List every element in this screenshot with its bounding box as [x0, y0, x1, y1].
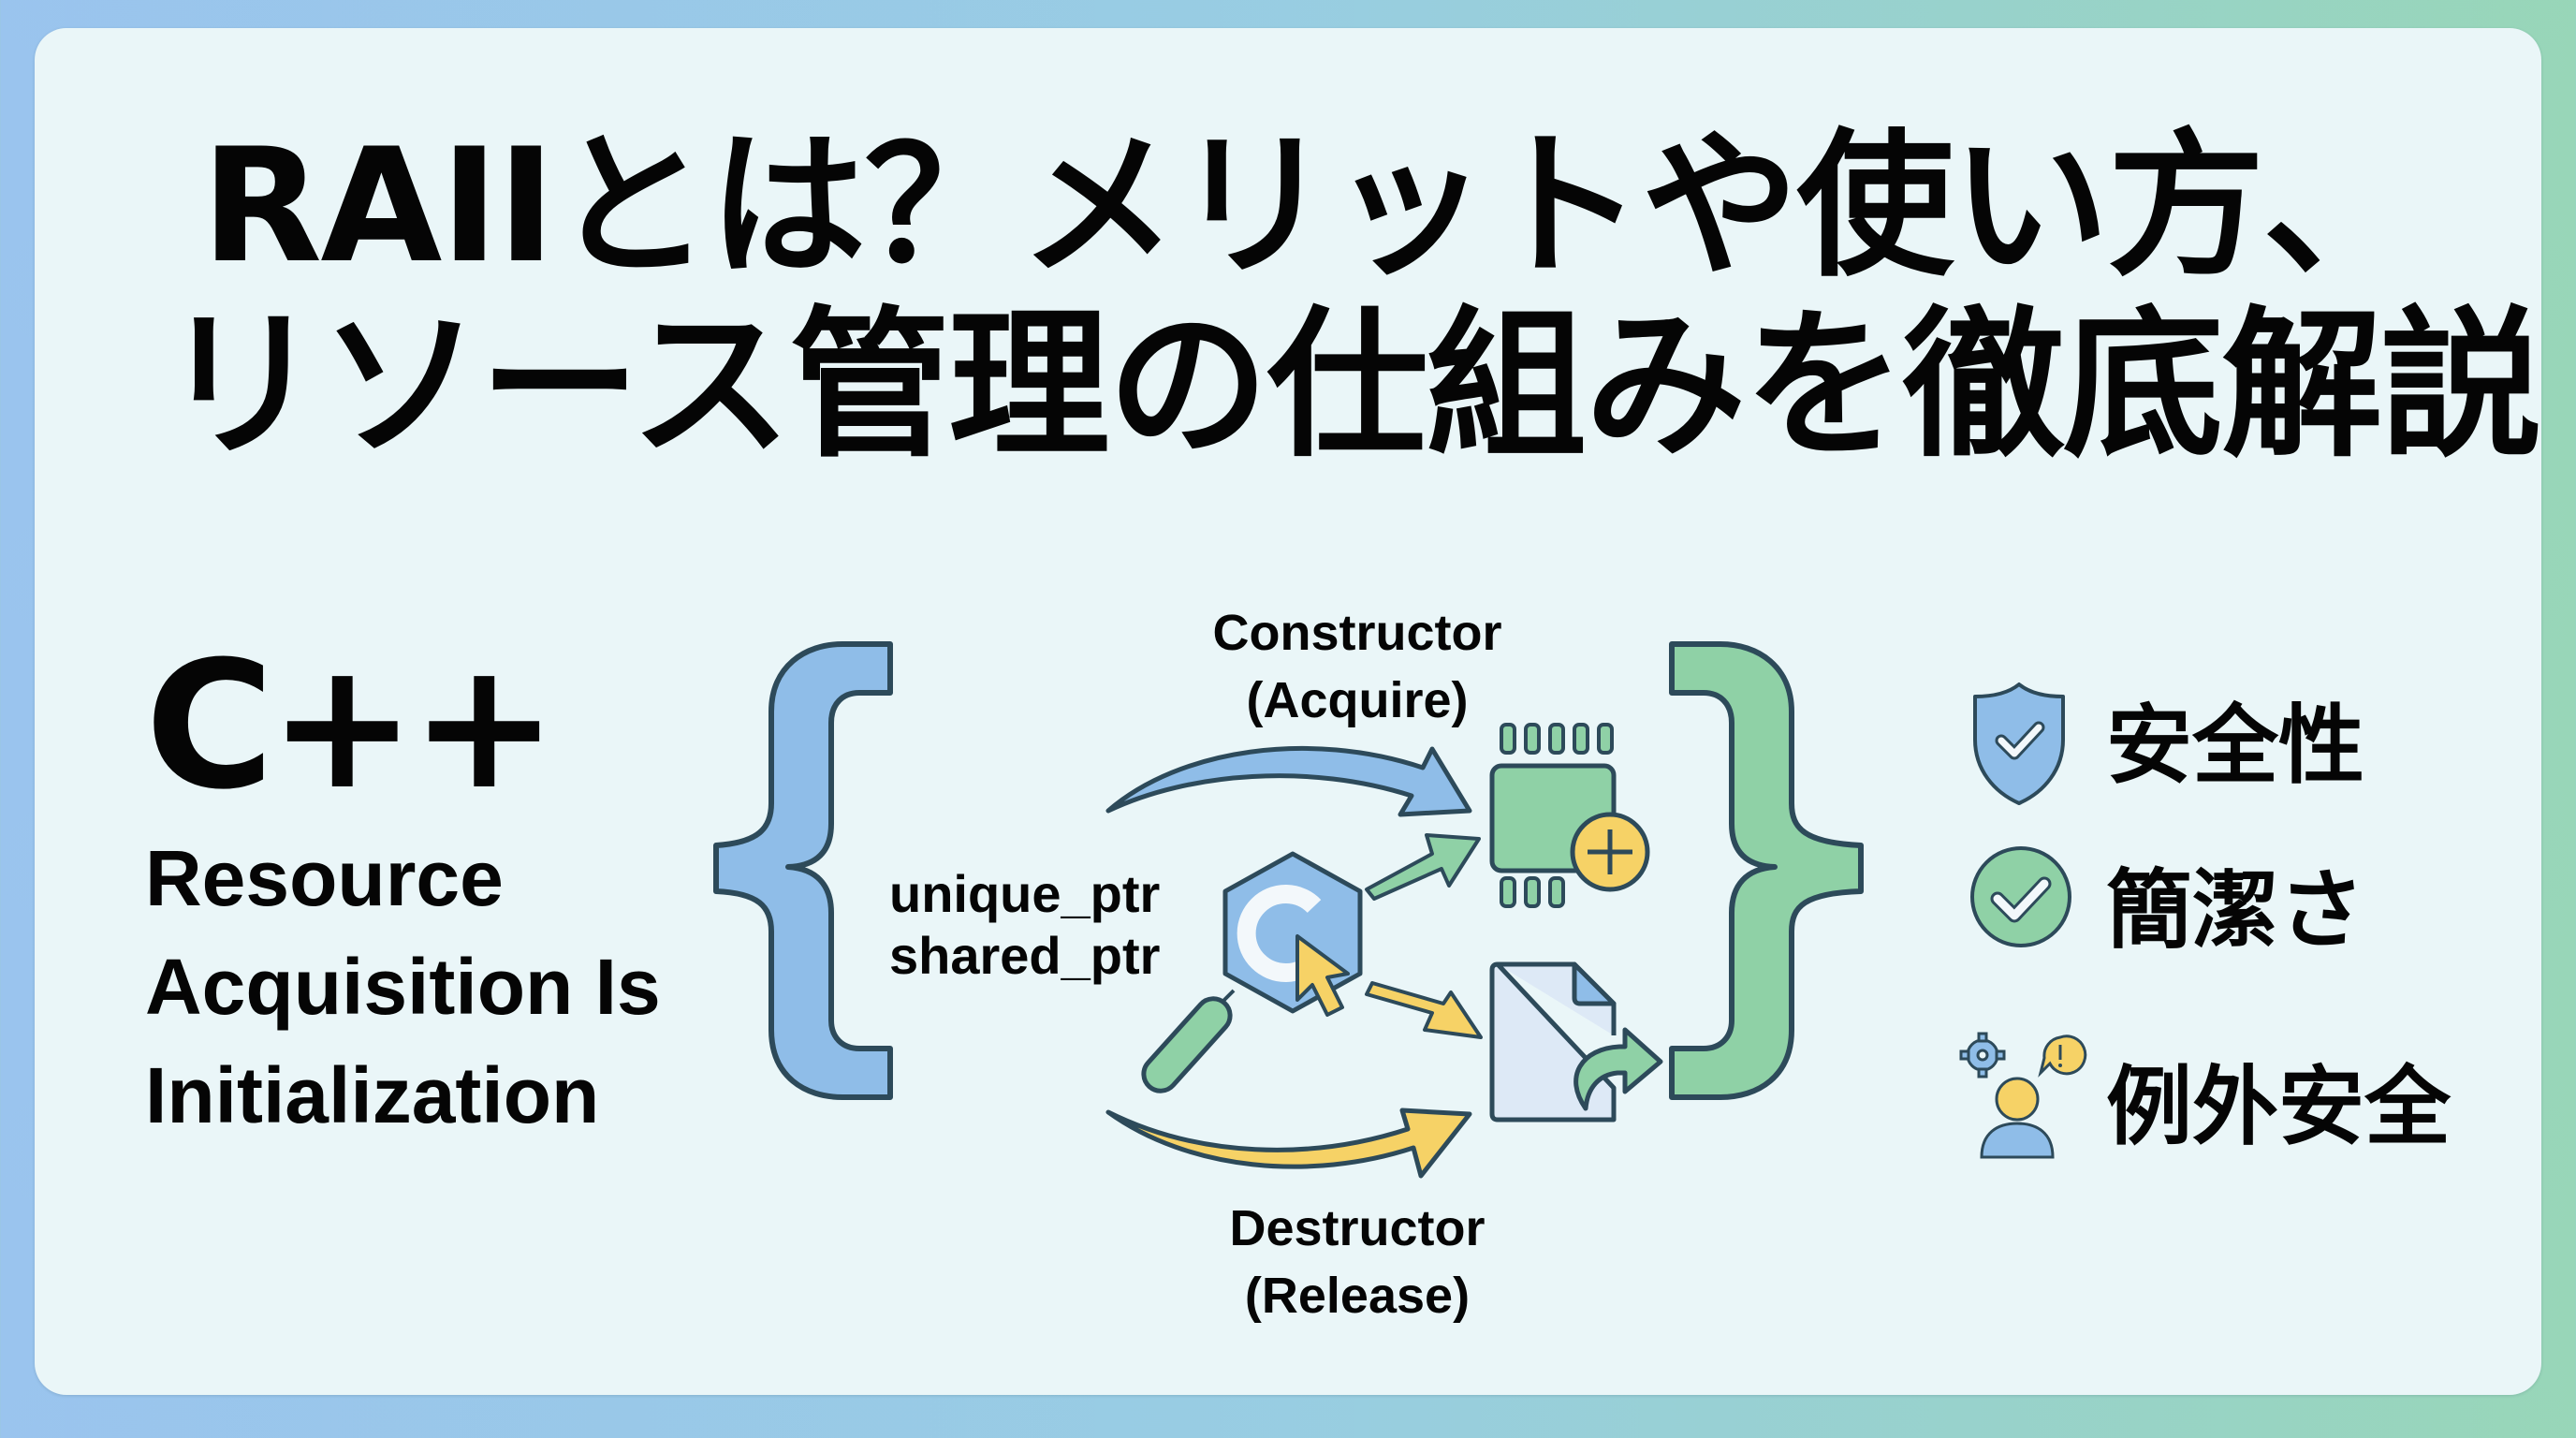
raii-expansion: Resource Acquisition Is Initialization: [145, 824, 661, 1150]
language-label: C++: [145, 624, 558, 829]
constructor-action: (Acquire): [1246, 672, 1469, 728]
constructor-label: Constructor (Acquire): [1095, 599, 1619, 734]
benefit-safety: 安全性: [2106, 696, 2365, 796]
benefit-simplicity: 簡潔さ: [2106, 860, 2365, 961]
destructor-action: (Release): [1244, 1268, 1471, 1324]
benefit-exception-safety: 例外安全: [2106, 1057, 2452, 1157]
title-line-1: RAIIとは？メリットや使い方、: [201, 114, 2420, 298]
destructor-label: Destructor (Release): [1095, 1195, 1619, 1329]
raii-expansion-line: Initialization: [145, 1051, 600, 1139]
raii-expansion-line: Resource: [145, 834, 504, 922]
smart-pointer-label: unique_ptr: [889, 864, 1161, 923]
raii-expansion-line: Acquisition Is: [145, 943, 661, 1031]
constructor-title: Constructor: [1212, 605, 1502, 661]
smart-pointer-label: shared_ptr: [889, 926, 1161, 985]
title-line-2: リソース管理の仕組みを徹底解説: [161, 291, 2541, 479]
smart-pointer-labels: unique_ptr shared_ptr: [889, 863, 1160, 987]
destructor-title: Destructor: [1229, 1200, 1486, 1256]
